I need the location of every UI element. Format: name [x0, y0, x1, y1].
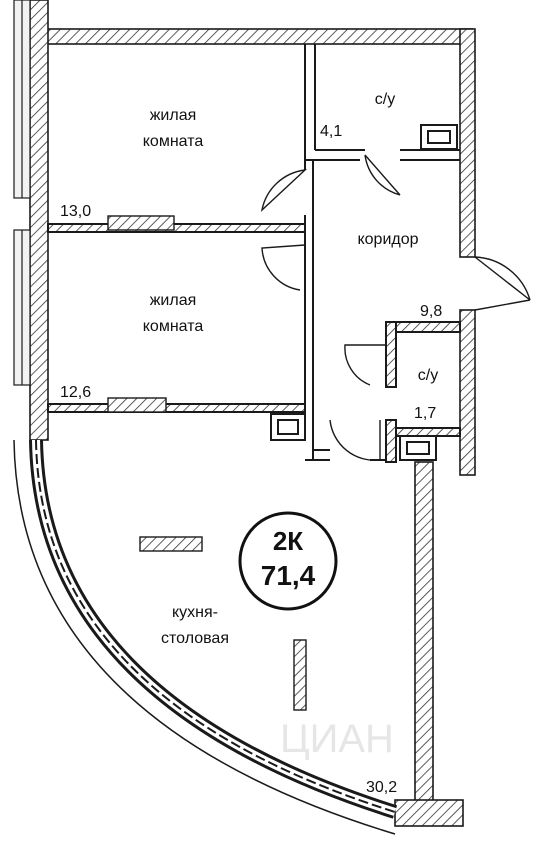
wall-right-upper [459, 28, 476, 258]
insert-kitchen-2 [293, 639, 307, 711]
wall-top [39, 28, 473, 45]
wall-right-lower [414, 461, 434, 805]
wall-left-upper [29, 0, 49, 441]
bedroom-2-label-line2: комната [143, 318, 204, 335]
bedroom-2-label-line1: жилая [150, 292, 197, 309]
wall-inserts [107, 215, 307, 711]
door-bathroom-1 [364, 154, 401, 196]
badge-total-area: 71,4 [261, 560, 316, 591]
bedroom-1-label-line1: жилая [150, 107, 197, 124]
bathroom-2-area: 1,7 [414, 405, 436, 422]
watermark: ЦИАН [280, 717, 394, 761]
wall-right-stub [459, 309, 476, 476]
bathroom-1-label: с/у [375, 91, 395, 108]
bedroom-1-area: 13,0 [60, 203, 91, 220]
badge-rooms: 2К [273, 526, 303, 556]
corridor-area: 9,8 [420, 303, 442, 320]
insert-bedroom-1 [107, 215, 175, 231]
wall-bottom-stub [394, 799, 464, 827]
curved-wall [13, 439, 398, 835]
bedroom-2-area: 12,6 [60, 384, 91, 401]
door-bedroom-1 [260, 169, 308, 212]
vent-shafts [270, 124, 458, 461]
door-bedroom-2 [261, 244, 306, 291]
bathroom-2-label: с/у [418, 367, 438, 384]
left-windows [13, 0, 31, 386]
kitchen-label-line1: кухня- [172, 604, 218, 621]
door-corridor-lower [329, 419, 381, 462]
insert-kitchen-1 [139, 536, 203, 552]
room-labels: жилая комната 13,0 с/у 4,1 коридор 9,8 ж… [60, 91, 442, 796]
apartment-badge: 2К 71,4 [238, 511, 338, 611]
bathroom-1-area: 4,1 [320, 123, 342, 140]
kitchen-label-line2: столовая [161, 630, 229, 647]
kitchen-area: 30,2 [366, 779, 397, 796]
bedroom-1-label-line2: комната [143, 133, 204, 150]
interior-walls [47, 44, 461, 463]
door-bathroom-2 [344, 344, 386, 386]
door-corridor-exit [474, 256, 531, 311]
doors [260, 154, 531, 462]
insert-bedroom-2 [107, 397, 167, 413]
corridor-label: коридор [357, 231, 418, 248]
outer-walls [29, 0, 476, 827]
